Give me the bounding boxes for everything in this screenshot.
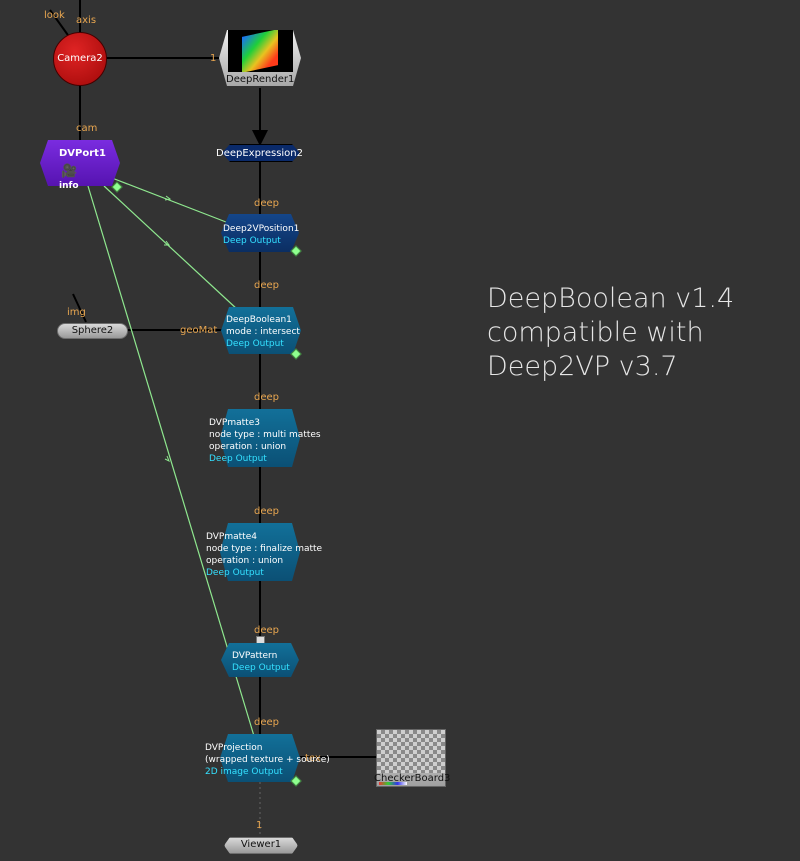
version-note-line2: compatible with: [487, 317, 704, 348]
render-input-label: 1: [210, 53, 217, 64]
dvpmatte4-node-type: node type : finalize matte: [206, 544, 323, 554]
img-edge[interactable]: [72, 293, 87, 323]
dvpmatte4-node[interactable]: [220, 523, 300, 581]
dvprojection-output: 2D image Output: [205, 767, 283, 777]
deep-render-thumbnail: [228, 30, 293, 72]
dvpattern-title: DVPattern: [232, 651, 278, 661]
dvpmatte4-operation: operation : union: [206, 556, 284, 566]
dvport-node[interactable]: [40, 140, 120, 186]
deep-expression-title: DeepExpression2: [216, 148, 303, 159]
link-arrow-1: [164, 195, 172, 201]
deep-render-title: DeepRender1: [226, 74, 295, 85]
viewer-input-label: 1: [256, 820, 263, 831]
img-label: img: [67, 307, 86, 318]
look-edge[interactable]: [49, 9, 71, 39]
deep2vp-position-node[interactable]: [221, 214, 299, 252]
dvpmatte4-output: Deep Output: [206, 568, 264, 578]
deep-label-2: deep: [254, 280, 279, 291]
dvpattern-text: DVPattern Deep Output: [232, 650, 290, 674]
deep-expression-node[interactable]: [222, 144, 300, 162]
checkerboard-color-strip: [379, 782, 407, 785]
deep-boolean-node[interactable]: [221, 307, 301, 354]
deep-boolean-mode: mode : intersect: [226, 327, 300, 337]
video-camera-icon: 🎥: [61, 163, 78, 178]
dvport-info: info: [59, 181, 79, 191]
checkerboard-title: CheckerBoard3: [374, 773, 451, 784]
dvpmatte3-node[interactable]: [220, 409, 300, 467]
dvpattern-output: Deep Output: [232, 663, 290, 673]
dvprojection-node[interactable]: [220, 734, 300, 782]
dvport-title: DVPort1: [59, 148, 106, 159]
dvpmatte4-text: DVPmatte4 node type : finalize matte ope…: [206, 531, 322, 579]
link-arrow-3: [164, 455, 170, 463]
version-note-line1: DeepBoolean v1.4: [487, 283, 735, 314]
viewer-title: Viewer1: [240, 839, 282, 850]
camera-node[interactable]: Camera2: [53, 32, 107, 86]
deep-boolean-title: DeepBoolean1: [226, 315, 292, 325]
dvport-link-projection[interactable]: [87, 185, 255, 737]
look-label: look: [44, 10, 65, 21]
deep-boolean-text: DeepBoolean1 mode : intersect Deep Outpu…: [226, 314, 300, 350]
dvpmatte4-title: DVPmatte4: [206, 532, 257, 542]
link-arrow-2: [164, 240, 170, 246]
deep-label-4: deep: [254, 506, 279, 517]
deep2vp-position-text: Deep2VPosition1 Deep Output: [223, 223, 299, 247]
checkerboard-node[interactable]: CheckerBoard3: [374, 729, 450, 787]
deep-label-6: deep: [254, 717, 279, 728]
tex-label: tex: [305, 753, 321, 764]
geomat-label: geoMat: [180, 325, 218, 336]
dvpmatte3-title: DVPmatte3: [209, 418, 260, 428]
dvpattern-node[interactable]: [221, 643, 299, 677]
dvprojection-description: (wrapped texture + source): [205, 755, 330, 765]
sphere-node[interactable]: Sphere2: [57, 323, 128, 339]
render-cube-image: [242, 30, 278, 72]
version-note-line3: Deep2VP v3.7: [487, 351, 678, 382]
deep-label-1: deep: [254, 198, 279, 209]
axis-label: axis: [76, 15, 97, 26]
dvpmatte3-output: Deep Output: [209, 454, 267, 464]
deep2vp-position-title: Deep2VPosition1: [223, 224, 300, 234]
deep2vp-position-output: Deep Output: [223, 236, 281, 246]
dvport-link-boolean[interactable]: [103, 185, 239, 311]
cam-label: cam: [76, 123, 98, 134]
deep-label-5: deep: [254, 625, 279, 636]
version-note: DeepBoolean v1.4 compatible with Deep2VP…: [487, 282, 734, 384]
dvprojection-title: DVProjection: [205, 743, 263, 753]
dvport-link-position[interactable]: [111, 177, 227, 223]
sphere-title: Sphere2: [71, 325, 114, 336]
camera-node-title: Camera2: [57, 53, 103, 64]
deep-boolean-output: Deep Output: [226, 339, 284, 349]
dvpmatte3-operation: operation : union: [209, 442, 287, 452]
deep-label-3: deep: [254, 392, 279, 403]
dvpmatte3-text: DVPmatte3 node type : multi mattes opera…: [209, 417, 321, 465]
dvprojection-text: DVProjection (wrapped texture + source) …: [205, 742, 330, 778]
dvpmatte3-node-type: node type : multi mattes: [209, 430, 321, 440]
checkerboard-thumbnail: [377, 730, 445, 773]
viewer-node[interactable]: Viewer1: [224, 837, 298, 854]
